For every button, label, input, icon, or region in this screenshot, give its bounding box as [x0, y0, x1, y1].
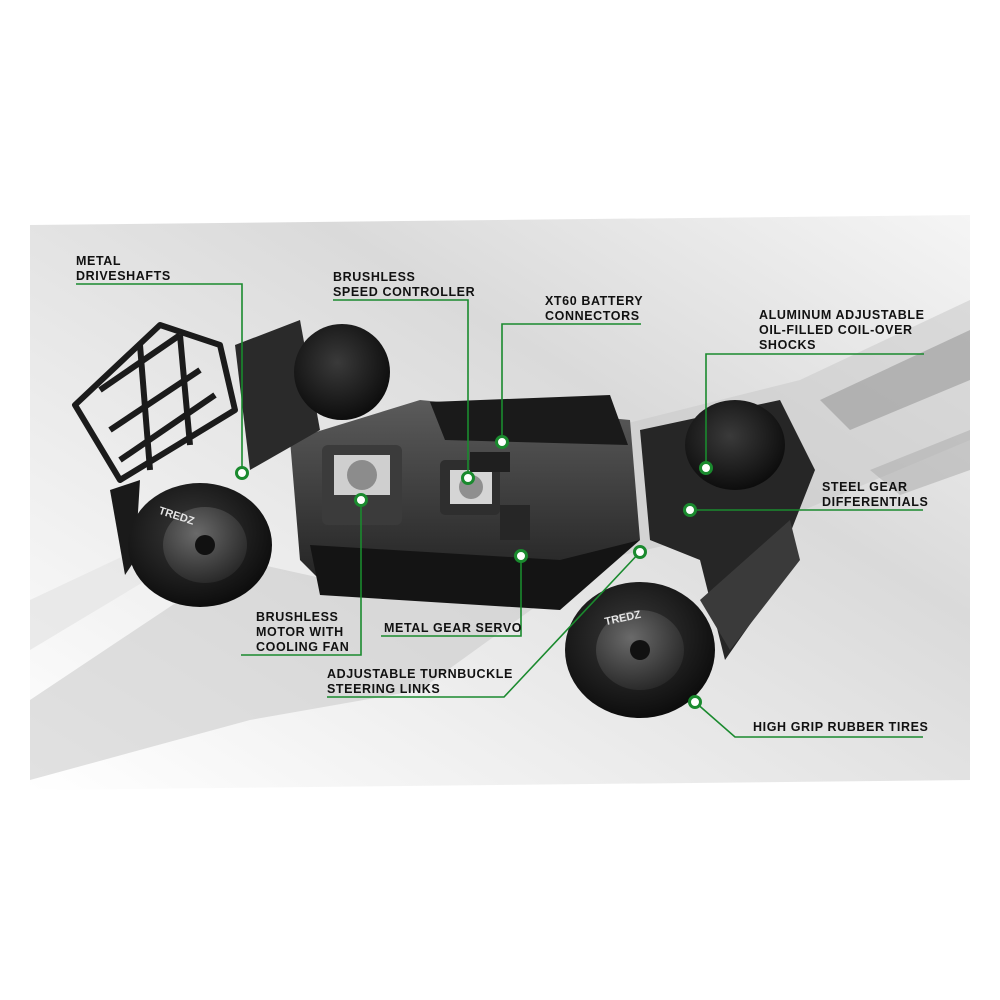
marker-differentials [683, 503, 697, 517]
label-turnbuckle-steering-links: ADJUSTABLE TURNBUCKLE STEERING LINKS [327, 667, 513, 696]
marker-servo [514, 549, 528, 563]
label-brushless-motor: BRUSHLESS MOTOR WITH COOLING FAN [256, 610, 350, 654]
label-brushless-speed-controller: BRUSHLESS SPEED CONTROLLER [333, 270, 476, 299]
marker-shocks [699, 461, 713, 475]
motor-esc-assembly [322, 445, 530, 540]
label-metal-driveshafts: METAL DRIVESHAFTS [76, 254, 171, 283]
label-metal-gear-servo: METAL GEAR SERVO [384, 621, 523, 635]
front-left-tire [565, 582, 715, 718]
front-right-tire [685, 400, 785, 490]
callout-markers [235, 435, 713, 709]
marker-speed-controller [461, 471, 475, 485]
label-high-grip-tires: HIGH GRIP RUBBER TIRES [753, 720, 929, 734]
marker-motor [354, 493, 368, 507]
label-aluminum-shocks: ALUMINUM ADJUSTABLE OIL-FILLED COIL-OVER… [759, 308, 925, 352]
rear-right-tire [294, 324, 390, 420]
rear-left-tire [128, 483, 272, 607]
rear-bumper-cage [72, 322, 238, 483]
callout-leaders [76, 283, 924, 738]
label-xt60-battery-connectors: XT60 BATTERY CONNECTORS [545, 294, 644, 323]
front-skid [700, 520, 800, 650]
marker-battery-connectors [495, 435, 509, 449]
label-steel-gear-differentials: STEEL GEAR DIFFERENTIALS [822, 480, 929, 509]
marker-tires [688, 695, 702, 709]
marker-steering-links [633, 545, 647, 559]
marker-driveshaft [235, 466, 249, 480]
